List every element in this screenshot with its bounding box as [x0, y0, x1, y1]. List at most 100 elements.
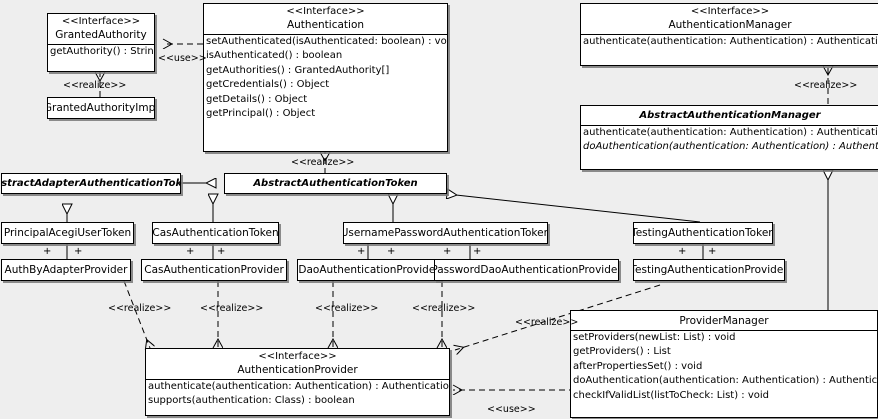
association-marker-plus: + — [43, 246, 52, 257]
edge-label-realize-abstract-authentication-token: <<realize>> — [291, 157, 355, 168]
class-header: <<Interface>> AuthenticationProvider — [146, 349, 449, 379]
class-name: DaoAuthenticationProvider — [298, 264, 440, 276]
class-header: AbstractAuthenticationManager — [581, 106, 878, 125]
class-granted-authority[interactable]: <<Interface>> GrantedAuthority getAuthor… — [47, 13, 155, 72]
edge-label-realize-password-dao-provider: <<realize>> — [412, 303, 476, 314]
operations-compartment: setAuthenticated(isAuthenticated: boolea… — [204, 34, 447, 121]
association-marker-plus: + — [357, 246, 366, 257]
operation: supports(authentication: Class) : boolea… — [148, 395, 355, 407]
class-password-dao-authentication-provider[interactable]: PasswordDaoAuthenticationProvider — [434, 259, 619, 281]
edge-label-use-provider-manager: <<use>> — [487, 404, 536, 415]
association-marker-plus: + — [708, 246, 717, 257]
class-provider-manager[interactable]: ProviderManager setProviders(newList: Li… — [570, 310, 878, 418]
edge-label-realize-authentication-manager: <<realize>> — [794, 80, 858, 91]
association-marker-plus: + — [678, 246, 687, 257]
class-name: AuthenticationProvider — [237, 364, 358, 376]
class-authentication[interactable]: <<Interface>> Authentication setAuthenti… — [203, 3, 448, 152]
class-header: TestingAuthenticationToken — [634, 223, 772, 243]
operation: getAuthority() : String — [50, 46, 155, 57]
operation: checkIfValidList(listToCheck: List) : vo… — [573, 389, 770, 401]
class-testing-authentication-token[interactable]: TestingAuthenticationToken — [633, 222, 773, 244]
class-abstract-authentication-manager[interactable]: AbstractAuthenticationManager authentica… — [580, 105, 878, 170]
operation: setAuthenticated(isAuthenticated: boolea… — [206, 36, 448, 47]
stereotype-label: <<Interface>> — [258, 351, 337, 362]
class-header: AbstractAuthenticationToken — [225, 174, 446, 193]
class-granted-authority-impl[interactable]: GrantedAuthorityImpl — [47, 97, 155, 119]
operation: getDetails() : Object — [206, 93, 308, 105]
operations-compartment: setProviders(newList: List) : void getPr… — [571, 330, 877, 403]
association-marker-plus: + — [217, 246, 226, 257]
class-header: GrantedAuthorityImpl — [48, 98, 154, 118]
operation: isAuthenticated() : boolean — [206, 50, 343, 62]
class-principal-acegi-user-token[interactable]: PrincipalAcegiUserToken — [1, 222, 134, 244]
operation: getCredentials() : Object — [206, 79, 330, 91]
association-marker-plus: + — [443, 246, 452, 257]
class-name: AuthByAdapterProvider — [4, 264, 128, 276]
class-header: CasAuthenticationProvider — [142, 260, 286, 280]
class-username-password-authentication-token[interactable]: UsernamePasswordAuthenticationToken — [343, 222, 548, 244]
class-header: <<Interface>> Authentication — [204, 4, 447, 34]
association-marker-plus: + — [387, 246, 396, 257]
class-header: TestingAuthenticationProvider — [634, 260, 784, 280]
class-header: PasswordDaoAuthenticationProvider — [435, 260, 618, 280]
operation: authenticate(authentication: Authenticat… — [583, 127, 878, 138]
class-name: UsernamePasswordAuthenticationToken — [343, 227, 548, 239]
class-name: AbstractAuthenticationToken — [253, 177, 418, 189]
class-header: AuthByAdapterProvider — [2, 260, 130, 280]
operation: doAuthentication(authentication: Authent… — [583, 141, 878, 153]
class-authentication-manager[interactable]: <<Interface>> AuthenticationManager auth… — [580, 3, 878, 66]
class-name: AuthenticationManager — [668, 19, 792, 31]
edge-label-use-granted-authority: <<use>> — [158, 53, 207, 64]
class-authentication-provider[interactable]: <<Interface>> AuthenticationProvider aut… — [145, 348, 450, 416]
edge-label-realize-granted-authority-impl: <<realize>> — [63, 80, 127, 91]
class-header: CasAuthenticationToken — [153, 223, 278, 243]
class-name: AbstractAuthenticationManager — [639, 110, 821, 121]
operations-compartment: getAuthority() : String — [48, 44, 154, 59]
class-cas-authentication-provider[interactable]: CasAuthenticationProvider — [141, 259, 287, 281]
operation: setProviders(newList: List) : void — [573, 332, 736, 343]
operation: getProviders() : List — [573, 346, 671, 358]
class-name: TestingAuthenticationProvider — [633, 264, 785, 276]
edge-label-realize-dao-provider: <<realize>> — [315, 303, 379, 314]
class-header: AbstractAdapterAuthenticationToken — [2, 174, 180, 193]
class-header: ProviderManager — [571, 311, 877, 330]
class-abstract-adapter-authentication-token[interactable]: AbstractAdapterAuthenticationToken — [1, 173, 181, 194]
class-abstract-authentication-token[interactable]: AbstractAuthenticationToken — [224, 173, 447, 194]
stereotype-label: <<Interface>> — [690, 6, 770, 17]
class-header: UsernamePasswordAuthenticationToken — [344, 223, 547, 243]
class-name: CasAuthenticationToken — [152, 227, 279, 239]
operation: getPrincipal() : Object — [206, 108, 316, 120]
operations-compartment: authenticate(authentication: Authenticat… — [581, 34, 878, 49]
operation: authenticate(authentication: Authenticat… — [583, 36, 878, 47]
edge-label-realize-testing-provider: <<realize>> — [515, 317, 579, 328]
class-name: PrincipalAcegiUserToken — [3, 227, 132, 239]
class-dao-authentication-provider[interactable]: DaoAuthenticationProvider — [297, 259, 441, 281]
class-name: ProviderManager — [679, 315, 769, 327]
stereotype-label: <<Interface>> — [61, 16, 141, 27]
association-marker-plus: + — [186, 246, 195, 257]
operations-compartment: authenticate(authentication: Authenticat… — [581, 125, 878, 155]
edge-label-realize-cas-provider: <<realize>> — [200, 303, 264, 314]
stereotype-label: <<Interface>> — [286, 6, 365, 17]
class-header: <<Interface>> GrantedAuthority — [48, 14, 154, 44]
edge-label-realize-auth-by-adapter-provider: <<realize>> — [108, 303, 172, 314]
class-name: GrantedAuthorityImpl — [47, 102, 155, 114]
operation: authenticate(authentication: Authenticat… — [148, 381, 450, 392]
class-name: GrantedAuthority — [55, 29, 147, 41]
class-name: TestingAuthenticationToken — [633, 227, 773, 239]
class-header: PrincipalAcegiUserToken — [2, 223, 133, 243]
class-name: Authentication — [286, 19, 365, 31]
operations-compartment: authenticate(authentication: Authenticat… — [146, 379, 449, 409]
association-marker-plus: + — [473, 246, 482, 257]
class-name: PasswordDaoAuthenticationProvider — [434, 264, 619, 276]
class-testing-authentication-provider[interactable]: TestingAuthenticationProvider — [633, 259, 785, 281]
class-header: DaoAuthenticationProvider — [298, 260, 440, 280]
class-cas-authentication-token[interactable]: CasAuthenticationToken — [152, 222, 279, 244]
class-auth-by-adapter-provider[interactable]: AuthByAdapterProvider — [1, 259, 131, 281]
class-name: AbstractAdapterAuthenticationToken — [1, 177, 180, 189]
operation: getAuthorities() : GrantedAuthority[] — [206, 64, 390, 76]
class-header: <<Interface>> AuthenticationManager — [581, 4, 878, 34]
class-name: CasAuthenticationProvider — [144, 264, 284, 276]
operation: doAuthentication(authentication: Authent… — [573, 375, 878, 387]
